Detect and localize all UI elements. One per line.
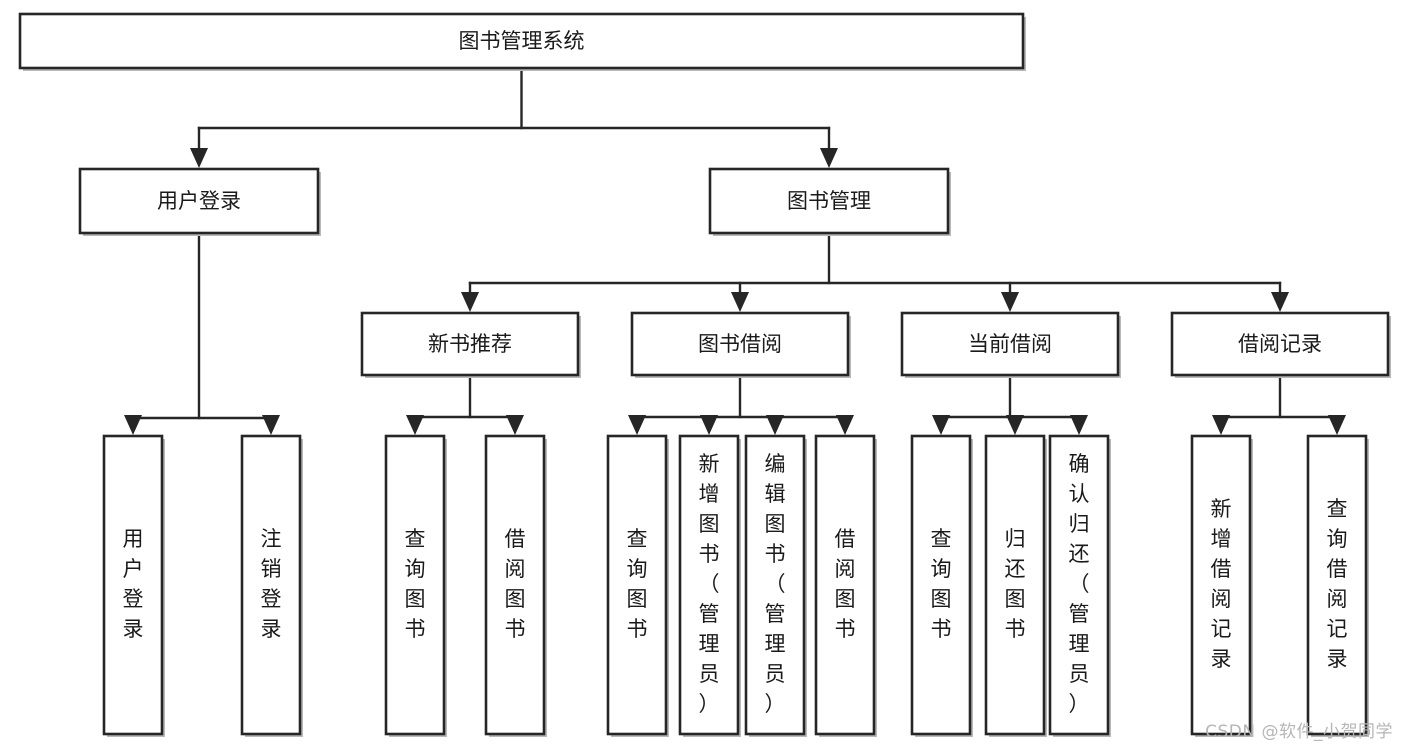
node-label: 图书借阅 — [698, 332, 782, 356]
node-label: 当前借阅 — [968, 332, 1052, 356]
node-label: 新书推荐 — [428, 332, 512, 356]
edge-group-l3_new_book_rec — [406, 373, 524, 435]
node-l4_user_login[interactable]: 用户登录 — [102, 434, 165, 737]
edge-group-l2_book_mgmt — [461, 231, 1289, 312]
node-l2_book_mgmt[interactable]: 图书管理 — [708, 167, 951, 236]
node-l4_add_book[interactable]: 新增图书（管理员） — [678, 434, 741, 737]
node-label: 查询借阅记录 — [1327, 497, 1348, 671]
nodes-layer: 图书管理系统用户登录图书管理新书推荐图书借阅当前借阅借阅记录用户登录注销登录查询… — [18, 12, 1391, 737]
node-label: 借阅图书 — [835, 527, 856, 641]
node-label: 查询图书 — [627, 527, 648, 641]
node-label: 新增借阅记录 — [1211, 497, 1232, 671]
node-l4_borrow_book_a[interactable]: 借阅图书 — [484, 434, 547, 737]
node-l4_query_book_c[interactable]: 查询图书 — [910, 434, 973, 737]
node-l4_logout[interactable]: 注销登录 — [240, 434, 303, 737]
node-l4_confirm_return[interactable]: 确认归还（管理员） — [1048, 434, 1111, 737]
node-label: 图书管理 — [787, 189, 871, 213]
node-l3_new_book_rec[interactable]: 新书推荐 — [360, 311, 581, 378]
node-label: 确认归还（管理员） — [1069, 452, 1090, 716]
edges-layer — [124, 66, 1346, 435]
edge-group-l3_current_borrow — [932, 373, 1088, 435]
node-root[interactable]: 图书管理系统 — [18, 12, 1026, 71]
edge-group-root — [190, 66, 838, 168]
edge-group-l2_user_login — [124, 231, 280, 435]
edge-group-l3_book_borrow — [628, 373, 854, 435]
node-label: 注销登录 — [261, 527, 282, 641]
watermark-label: CSDN @软件_小贺同学 — [1205, 722, 1393, 742]
node-label: 借阅记录 — [1238, 332, 1322, 356]
node-l3_current_borrow[interactable]: 当前借阅 — [900, 311, 1121, 378]
node-label: 借阅图书 — [505, 527, 526, 641]
node-l4_edit_book[interactable]: 编辑图书（管理员） — [744, 434, 807, 737]
node-label: 编辑图书（管理员） — [765, 452, 786, 716]
node-label: 归还图书 — [1005, 527, 1026, 641]
node-label: 用户登录 — [123, 527, 144, 641]
node-l4_query_book_b[interactable]: 查询图书 — [606, 434, 669, 737]
node-l2_user_login[interactable]: 用户登录 — [78, 167, 321, 236]
node-l4_return_book[interactable]: 归还图书 — [984, 434, 1047, 737]
node-l3_borrow_record[interactable]: 借阅记录 — [1170, 311, 1391, 378]
node-label: 用户登录 — [157, 189, 241, 213]
node-l4_query_book_a[interactable]: 查询图书 — [384, 434, 447, 737]
node-l4_query_record[interactable]: 查询借阅记录 — [1306, 434, 1369, 737]
node-label: 图书管理系统 — [459, 29, 585, 53]
node-l4_borrow_book_b[interactable]: 借阅图书 — [814, 434, 877, 737]
node-l4_add_record[interactable]: 新增借阅记录 — [1190, 434, 1253, 737]
edge-group-l3_borrow_record — [1212, 373, 1346, 435]
node-l3_book_borrow[interactable]: 图书借阅 — [630, 311, 851, 378]
node-label: 查询图书 — [405, 527, 426, 641]
node-label: 查询图书 — [931, 527, 952, 641]
node-label: 新增图书（管理员） — [699, 452, 720, 716]
